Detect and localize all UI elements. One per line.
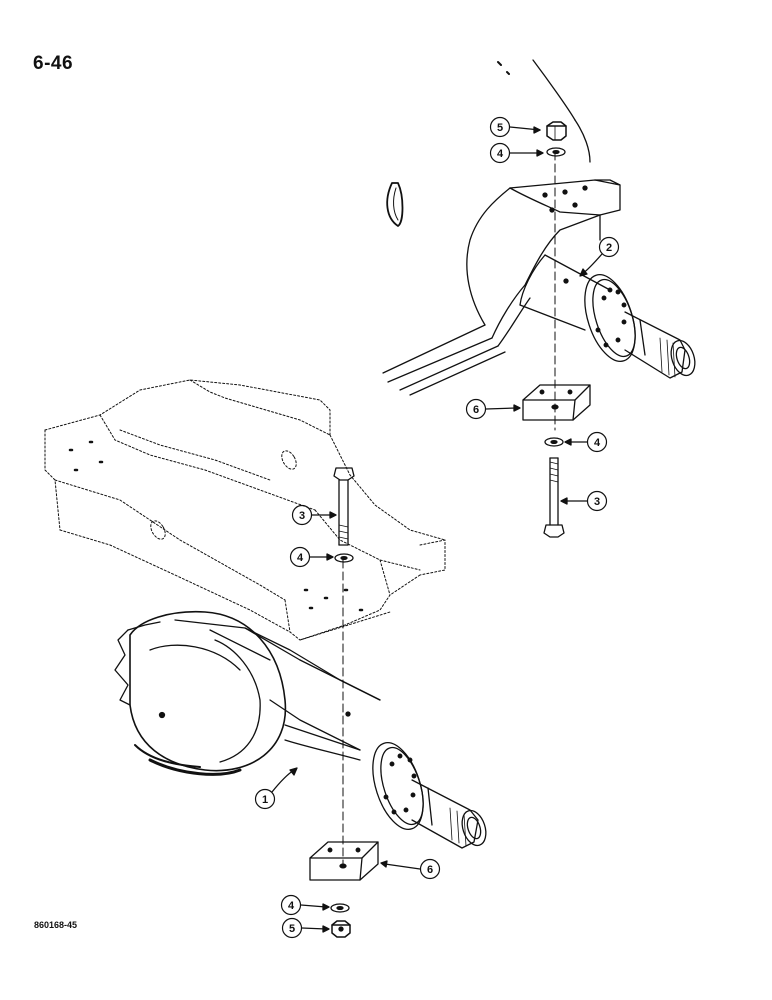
callout-5-lower: 5 <box>281 917 330 939</box>
callout-4-lower-frame: 4 <box>289 546 334 568</box>
callout-4-lower: 4 <box>280 894 330 916</box>
callout-5-lower-label: 5 <box>289 923 295 935</box>
lower-frame <box>44 379 446 641</box>
callout-4-upper-right: 4 <box>564 431 608 453</box>
callout-4-lower-frame-label: 4 <box>297 552 304 564</box>
upper-axle-2 <box>519 254 696 379</box>
callout-3-lower-label: 3 <box>299 510 305 522</box>
callout-4-upper-label: 4 <box>497 148 504 160</box>
upper-spacer-block-6 <box>522 384 591 421</box>
lower-nut-5 <box>331 920 351 938</box>
upper-lower-washer-4 <box>544 437 564 447</box>
callout-5-upper-label: 5 <box>497 122 503 134</box>
lower-spacer-block-6 <box>309 841 379 881</box>
lower-frame-washer-4 <box>334 553 354 563</box>
lower-washer-4 <box>330 903 350 913</box>
lower-bolt-3 <box>333 467 355 546</box>
callout-3-upper-right: 3 <box>560 490 608 512</box>
callout-1: 1 <box>254 767 298 810</box>
callout-2: 2 <box>579 236 620 277</box>
upper-nut-5 <box>546 121 567 141</box>
callout-3-upper-right-label: 3 <box>594 496 600 508</box>
page-number: 6-46 <box>33 53 74 74</box>
callout-6-upper-label: 6 <box>473 404 479 416</box>
callout-5-upper: 5 <box>489 116 541 138</box>
upper-frame-rail <box>382 59 621 396</box>
callout-2-label: 2 <box>606 242 612 254</box>
upper-bolt-3 <box>543 457 565 538</box>
callout-1-label: 1 <box>262 794 268 806</box>
upper-washer-4 <box>546 147 566 157</box>
callout-4-upper-right-label: 4 <box>594 437 601 449</box>
callout-6-upper: 6 <box>465 398 521 420</box>
callout-4-lower-label: 4 <box>288 900 295 912</box>
callout-6-lower: 6 <box>380 858 441 880</box>
callout-4-upper: 4 <box>489 142 544 164</box>
callout-6-lower-label: 6 <box>427 864 433 876</box>
lower-axle-housing-1 <box>114 610 487 849</box>
callout-3-lower: 3 <box>291 504 337 526</box>
figure-code: 860168-45 <box>34 920 78 930</box>
